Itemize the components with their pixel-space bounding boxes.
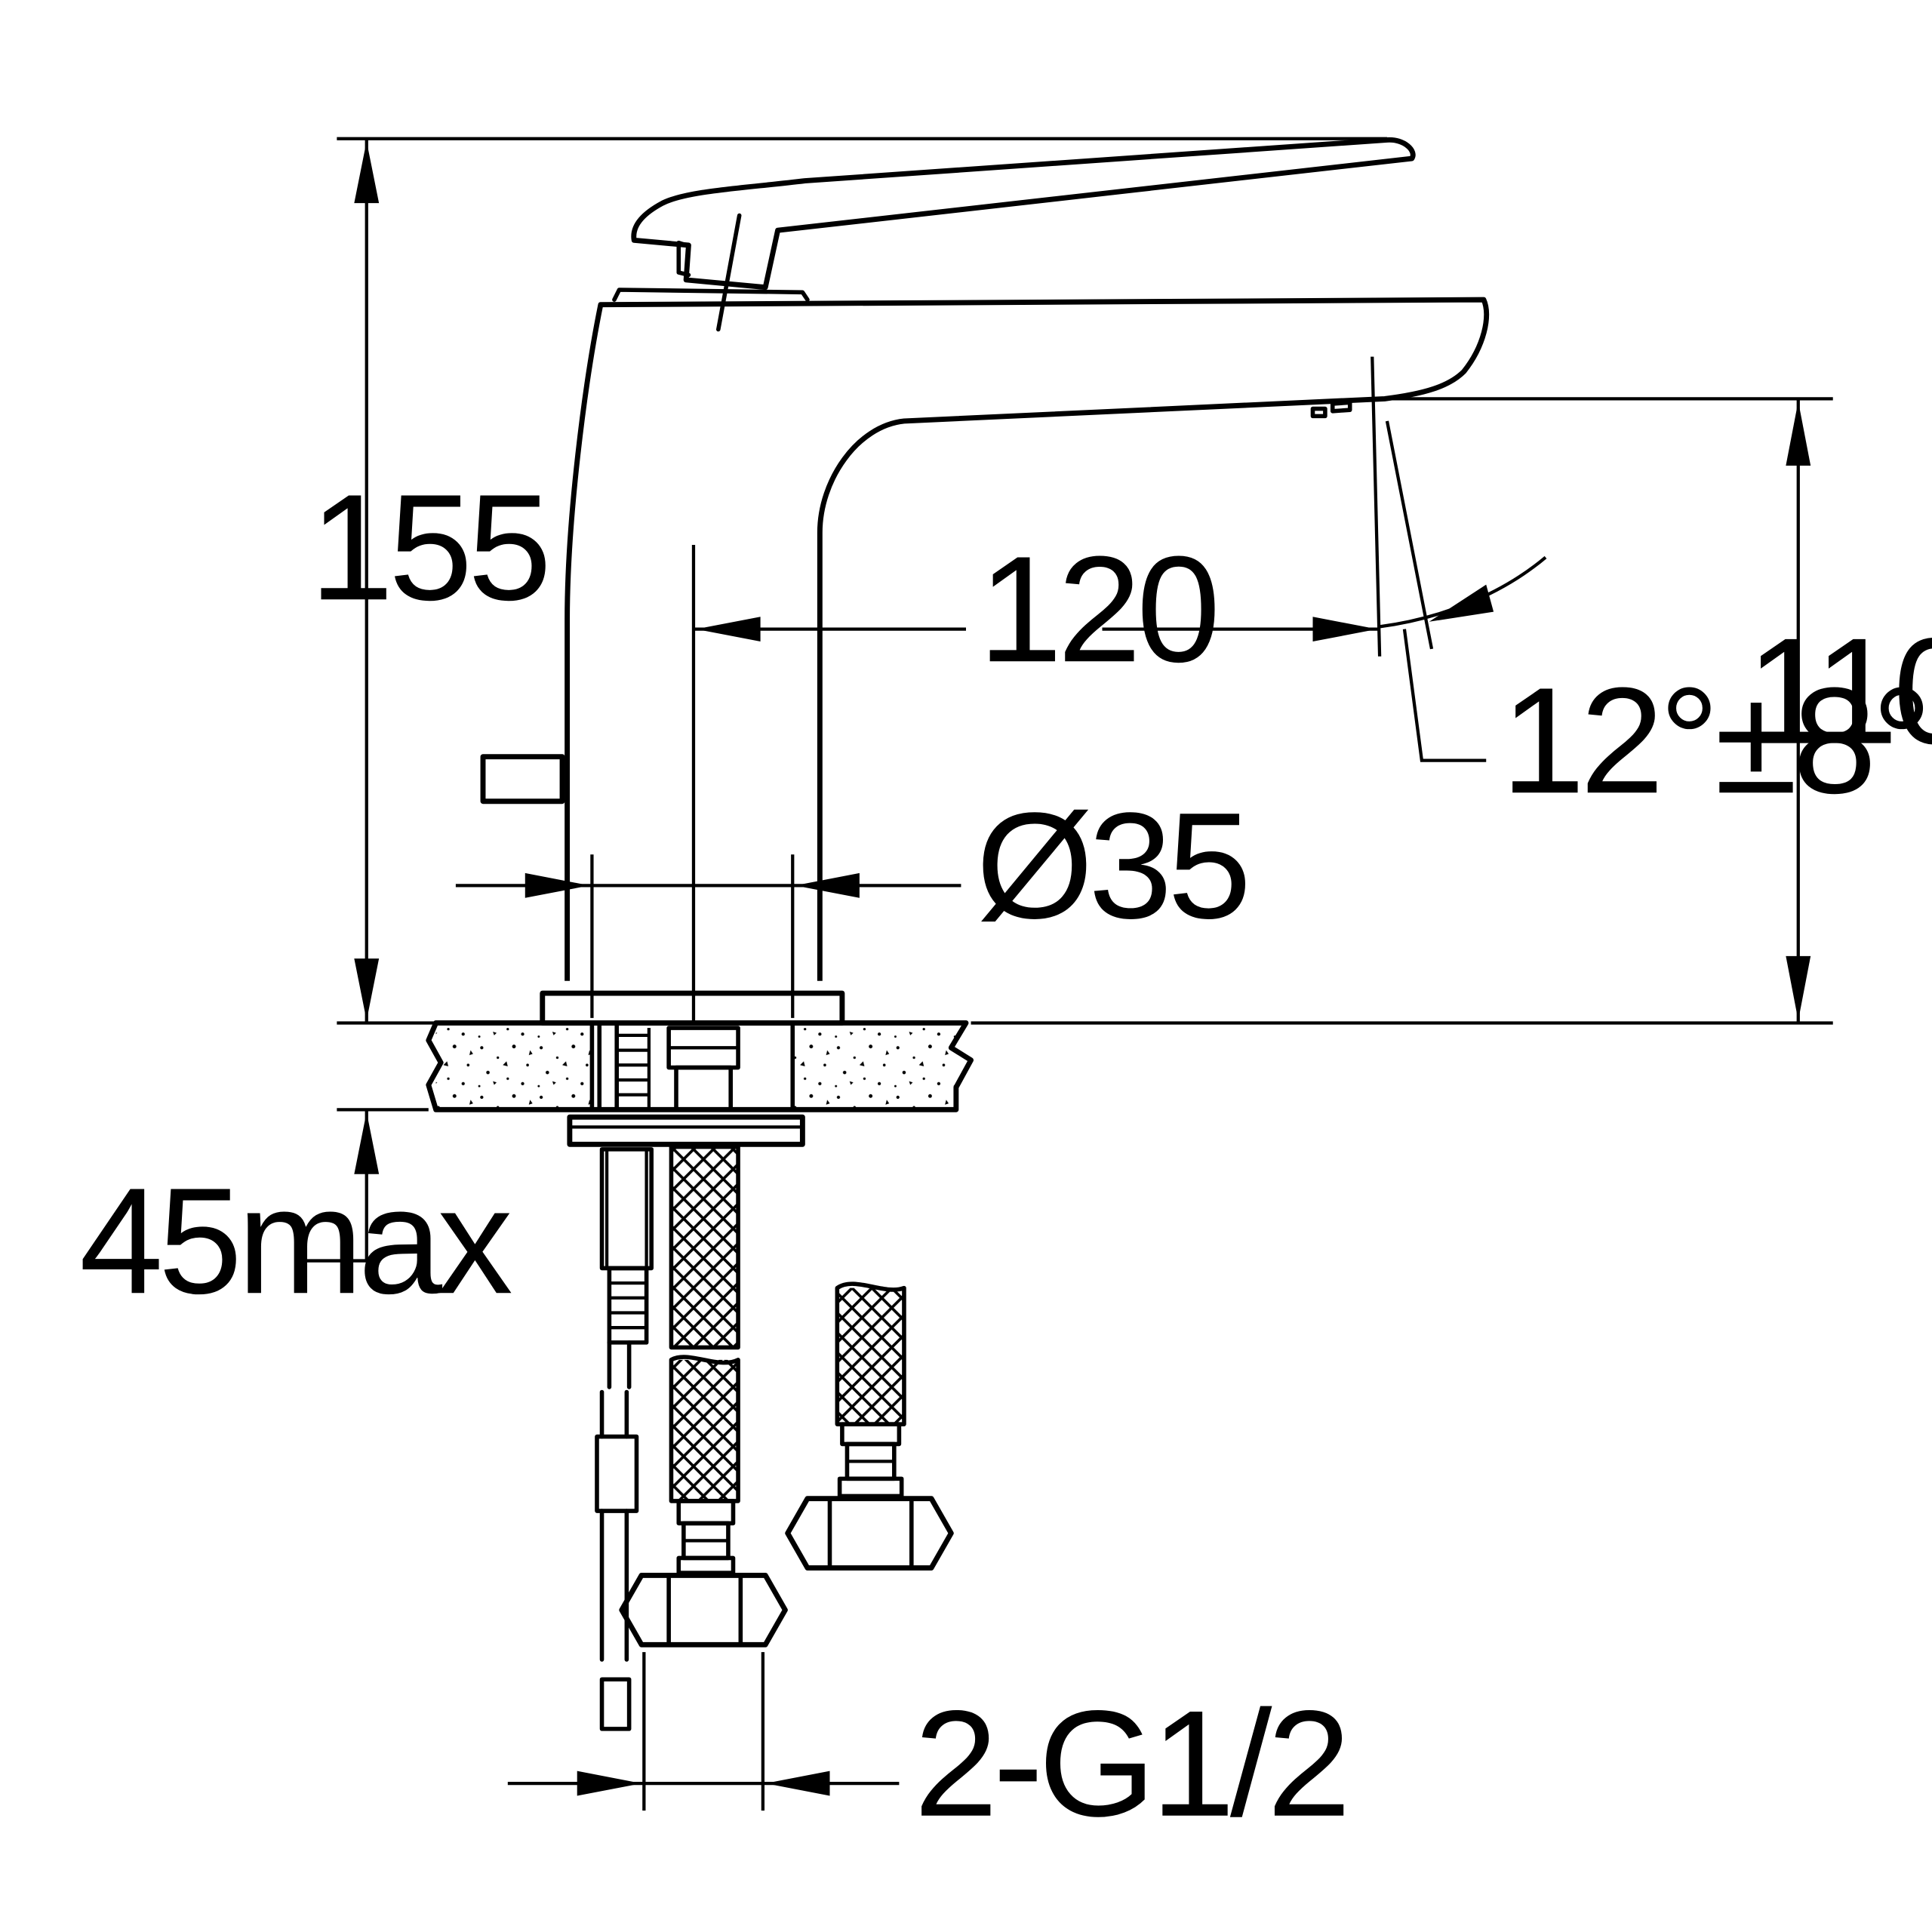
faucet-handle [631, 137, 1416, 332]
countertop-section [426, 1020, 974, 1112]
threaded-rod [595, 1147, 654, 1731]
braided-hose-left [669, 1144, 740, 1575]
label-body-diameter: Ø35 [976, 782, 1247, 950]
dimension-arrows [354, 141, 1811, 1796]
label-spout-reach: 120 [978, 525, 1215, 694]
braided-hose-right [835, 1281, 906, 1499]
faucet-body [565, 288, 1490, 981]
label-height-total: 155 [309, 463, 546, 632]
dimension-lines [302, 137, 1833, 1811]
side-button [480, 754, 565, 804]
label-spout-height: 110 [1746, 608, 1932, 776]
fixing-plate [567, 1114, 805, 1147]
label-spray-angle: 12°±8° [1501, 657, 1927, 825]
label-connections: 2-G1/2 [914, 1680, 1346, 1848]
hex-nut-left [619, 1572, 788, 1647]
hex-nut-right [785, 1496, 954, 1571]
label-counter-thickness: 45max [79, 1157, 512, 1325]
